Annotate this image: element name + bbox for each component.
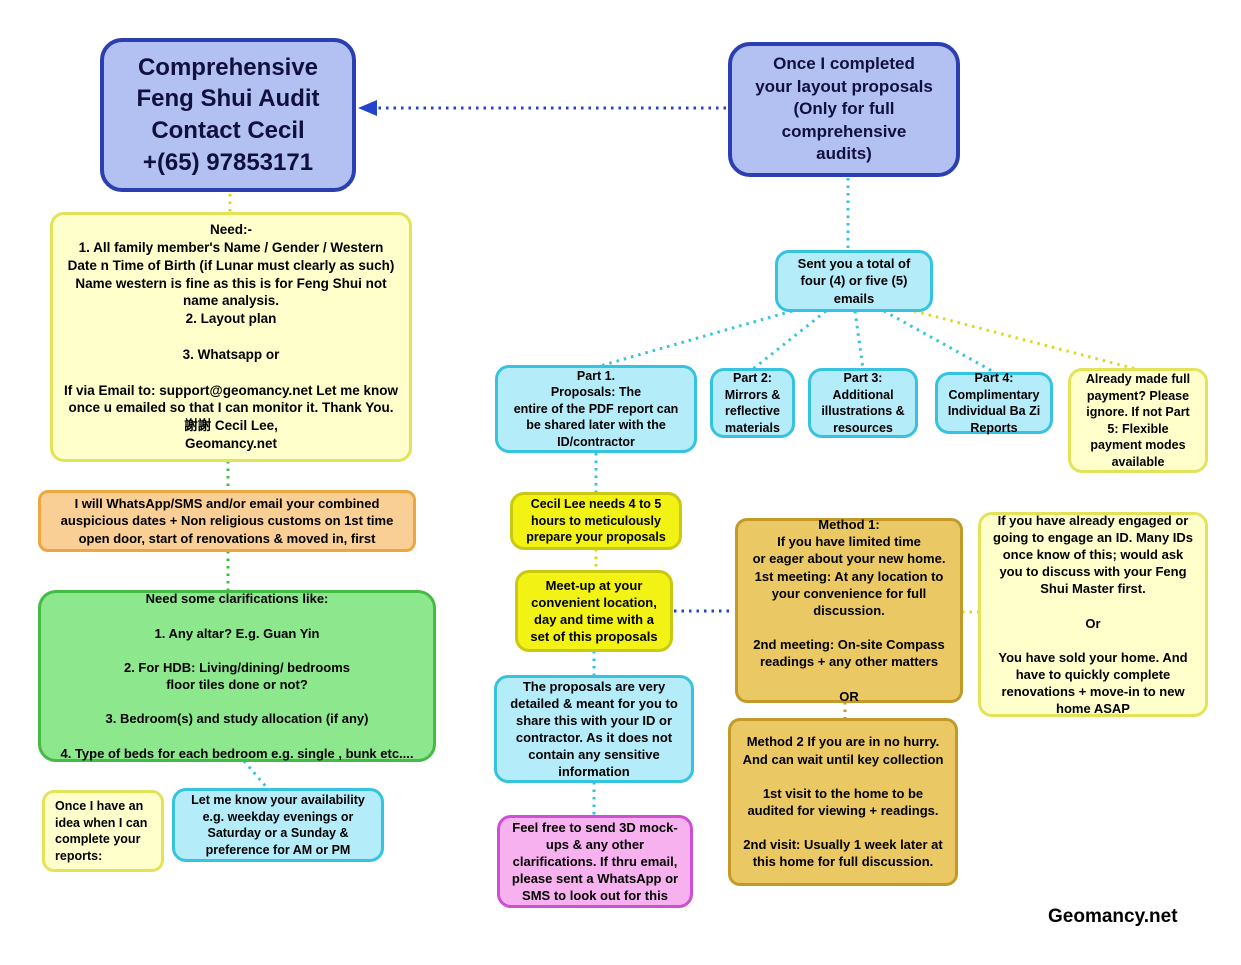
- connector-emails-to-part4: [883, 309, 995, 374]
- arrowhead-left: [358, 100, 377, 116]
- mockups-box: Feel free to send 3D mock-ups & any othe…: [497, 815, 693, 908]
- part4-bazi-box: Part 4: Complimentary Individual Ba Zi R…: [935, 371, 1053, 435]
- part5-payment-box: Already made full payment? Please ignore…: [1068, 368, 1208, 473]
- completed-proposals-box: Once I completed your layout proposals (…: [728, 42, 960, 177]
- part2-mirrors-box: Part 2: Mirrors & reflective materials: [710, 368, 795, 438]
- connector-emails-to-part2: [752, 309, 827, 371]
- meetup-box: Meet-up at your convenient location, day…: [515, 570, 673, 652]
- reports-timeline-box: Once I have an idea when I can complete …: [42, 790, 164, 872]
- site-logo: Geomancy.net: [1048, 906, 1178, 927]
- availability-box: Let me know your availability e.g. weekd…: [172, 788, 384, 862]
- part1-proposals-box: Part 1. Proposals: The entire of the PDF…: [495, 365, 697, 453]
- emails-sent-box: Sent you a total of four (4) or five (5)…: [775, 250, 933, 312]
- proposals-detail-box: The proposals are very detailed & meant …: [494, 675, 694, 783]
- connector-clarifications-to-availability: [242, 760, 270, 790]
- preparation-time-box: Cecil Lee needs 4 to 5 hours to meticulo…: [510, 492, 682, 550]
- clarifications-box: Need some clarifications like: 1. Any al…: [38, 590, 436, 762]
- method1-box: Method 1: If you have limited time or ea…: [735, 517, 963, 704]
- auspicious-dates-box: I will WhatsApp/SMS and/or email your co…: [38, 490, 416, 552]
- need-info-box: Need:- 1. All family member's Name / Gen…: [50, 212, 412, 462]
- method2-box: Method 2 If you are in no hurry. And can…: [728, 718, 958, 886]
- connector-emails-to-part3: [853, 310, 865, 370]
- engaged-id-box: If you have already engaged or going to …: [978, 512, 1208, 717]
- connector-emails-to-part1: [599, 309, 793, 368]
- contact-header-box: Comprehensive Feng Shui Audit Contact Ce…: [100, 38, 356, 192]
- connector-emails-to-part5: [913, 309, 1137, 371]
- part3-illustrations-box: Part 3: Additional illustrations & resou…: [808, 368, 918, 438]
